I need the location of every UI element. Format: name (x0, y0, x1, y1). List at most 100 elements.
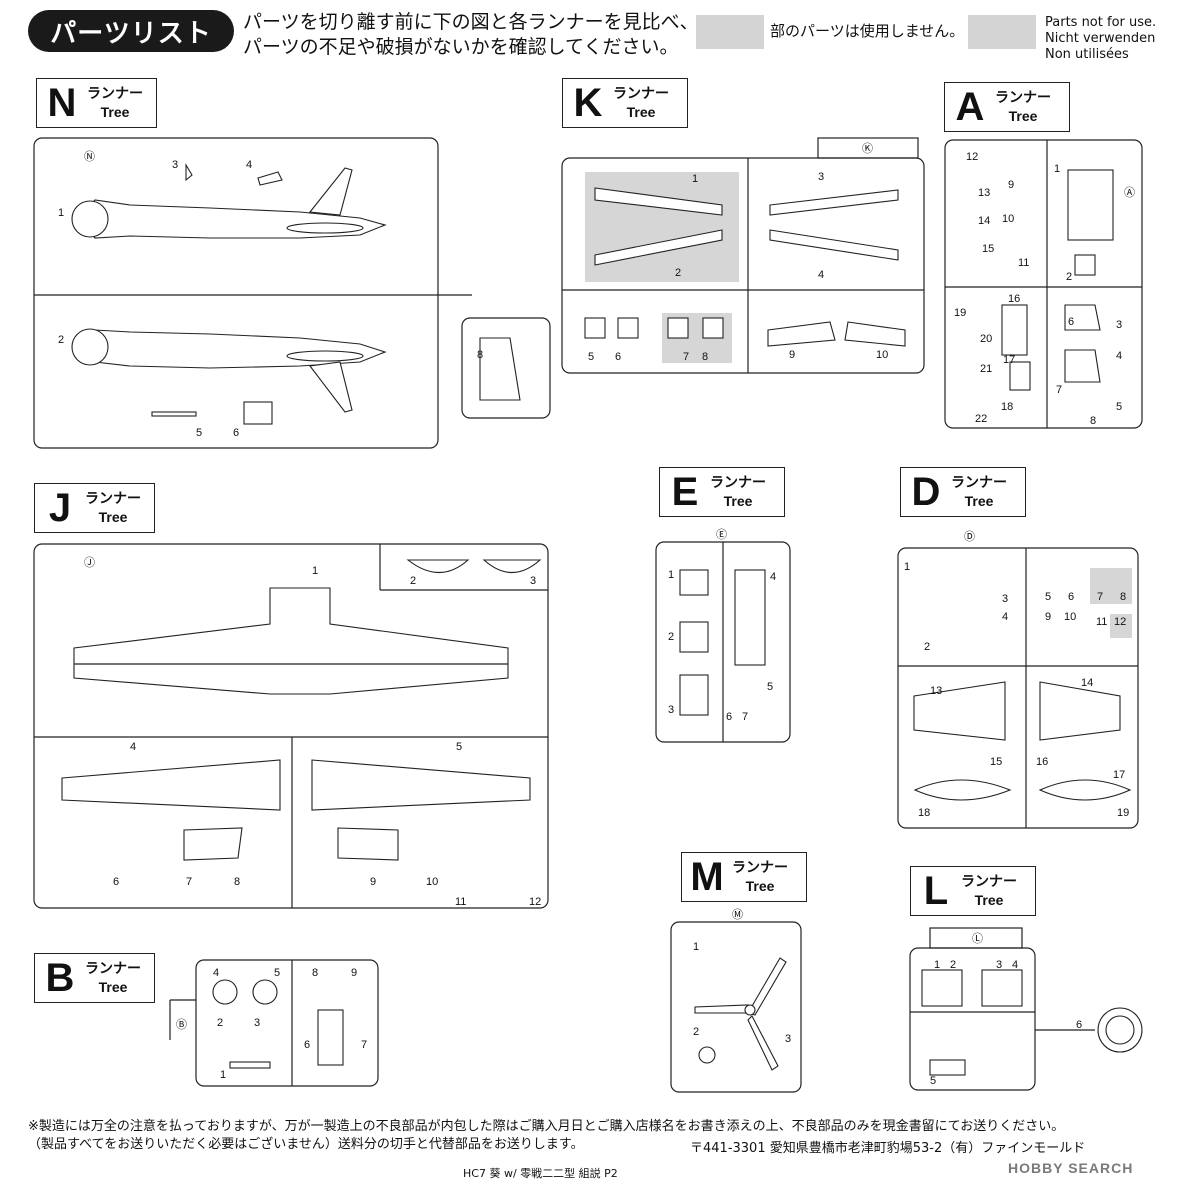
svg-text:2: 2 (675, 267, 681, 279)
svg-text:4: 4 (818, 269, 824, 281)
svg-text:17: 17 (1003, 354, 1015, 366)
svg-text:3: 3 (668, 704, 674, 716)
svg-text:11: 11 (455, 896, 466, 908)
runner-en: Tree (1008, 108, 1038, 124)
svg-text:1: 1 (220, 1069, 226, 1081)
svg-text:9: 9 (351, 967, 357, 979)
footer-note: ※製造には万全の注意を払っておりますが、万が一製造上の不良部品が内包した際はご購… (28, 1118, 1064, 1154)
svg-text:4: 4 (1002, 611, 1008, 623)
svg-text:5: 5 (1116, 401, 1122, 413)
footer-line-1: ※製造には万全の注意を払っておりますが、万が一製造上の不良部品が内包した際はご購… (28, 1119, 1065, 1134)
svg-text:5: 5 (588, 351, 594, 363)
svg-text:1: 1 (934, 959, 940, 971)
svg-text:7: 7 (186, 876, 192, 888)
svg-text:3: 3 (254, 1017, 260, 1029)
svg-text:4: 4 (213, 967, 219, 979)
svg-text:6: 6 (615, 351, 621, 363)
svg-text:6: 6 (304, 1039, 310, 1051)
runner-en: Tree (723, 493, 753, 509)
svg-text:Ⓔ: Ⓔ (716, 528, 727, 541)
svg-text:1: 1 (904, 561, 910, 573)
svg-text:8: 8 (234, 876, 240, 888)
svg-text:19: 19 (954, 307, 966, 319)
watermark: HOBBY SEARCH (1008, 1160, 1134, 1176)
runner-letter: E (671, 469, 699, 514)
runner-jp: ランナー (85, 491, 141, 507)
svg-text:6: 6 (113, 876, 119, 888)
svg-text:Ⓑ: Ⓑ (176, 1018, 187, 1031)
svg-text:12: 12 (529, 896, 541, 908)
svg-text:8: 8 (312, 967, 318, 979)
footer-line-2: （製品すべてをお送りいただく必要はございません）送料分の切手と代替部品をお送りし… (28, 1137, 584, 1152)
svg-text:Ⓜ: Ⓜ (732, 908, 743, 921)
svg-text:7: 7 (1056, 384, 1062, 396)
runner-letter: K (573, 80, 603, 125)
svg-text:Ⓓ: Ⓓ (964, 530, 975, 543)
runner-letter: J (48, 485, 72, 530)
svg-text:19: 19 (1117, 807, 1129, 819)
svg-text:3: 3 (818, 171, 824, 183)
svg-text:8: 8 (477, 349, 483, 361)
unused-swatch-en (968, 15, 1036, 49)
outer-wing-right (311, 759, 531, 811)
runner-jp: ランナー (85, 961, 141, 977)
svg-text:21: 21 (980, 363, 992, 375)
runner-M-diagram: Ⓜ 123 (670, 908, 802, 1093)
legend-en-1: Parts not for use. (1045, 15, 1157, 30)
svg-text:1: 1 (58, 207, 64, 219)
footer-address: 〒441-3301 愛知県豊橋市老津町豹場53-2（有）ファインモールド (690, 1141, 1086, 1156)
runner-jp: ランナー (87, 86, 143, 102)
svg-text:10: 10 (426, 876, 438, 888)
svg-text:5: 5 (767, 681, 773, 693)
svg-text:11: 11 (1018, 257, 1029, 269)
runner-jp: ランナー (710, 475, 766, 491)
runner-en: Tree (964, 493, 994, 509)
svg-text:7: 7 (742, 711, 748, 723)
svg-text:10: 10 (1002, 213, 1014, 225)
svg-text:10: 10 (1064, 611, 1076, 623)
main-wing (73, 587, 509, 695)
svg-text:12: 12 (966, 151, 978, 163)
svg-text:8: 8 (1120, 591, 1126, 603)
svg-text:4: 4 (130, 741, 136, 753)
svg-text:14: 14 (1081, 677, 1093, 689)
svg-text:4: 4 (770, 571, 776, 583)
svg-text:2: 2 (668, 631, 674, 643)
instructions: パーツを切り離す前に下の図と各ランナーを見比べ、 パーツの不足や破損がないかを確… (243, 10, 699, 60)
legend-en-2: Nicht verwenden (1045, 31, 1156, 46)
svg-text:2: 2 (1066, 271, 1072, 283)
svg-text:7: 7 (1097, 591, 1103, 603)
svg-text:2: 2 (410, 575, 416, 587)
svg-text:1: 1 (1054, 163, 1060, 175)
svg-text:14: 14 (978, 215, 990, 227)
svg-text:15: 15 (990, 756, 1002, 768)
svg-text:18: 18 (918, 807, 930, 819)
runner-letter: D (911, 469, 941, 514)
legend-jp: 部のパーツは使用しません。 (770, 22, 965, 40)
runner-en: Tree (98, 979, 128, 995)
svg-text:4: 4 (1116, 350, 1122, 362)
unused-swatch-jp (696, 15, 764, 49)
svg-text:1: 1 (312, 565, 318, 577)
svg-text:2: 2 (58, 334, 64, 346)
svg-text:6: 6 (726, 711, 732, 723)
svg-text:5: 5 (274, 967, 280, 979)
svg-text:20: 20 (980, 333, 992, 345)
svg-text:9: 9 (370, 876, 376, 888)
svg-text:5: 5 (456, 741, 462, 753)
svg-text:Ⓝ: Ⓝ (84, 150, 95, 163)
outer-wing-left (61, 759, 281, 811)
parts-list-title: パーツリスト (28, 10, 234, 52)
svg-text:3: 3 (172, 159, 178, 171)
runner-letter: N (47, 80, 77, 125)
